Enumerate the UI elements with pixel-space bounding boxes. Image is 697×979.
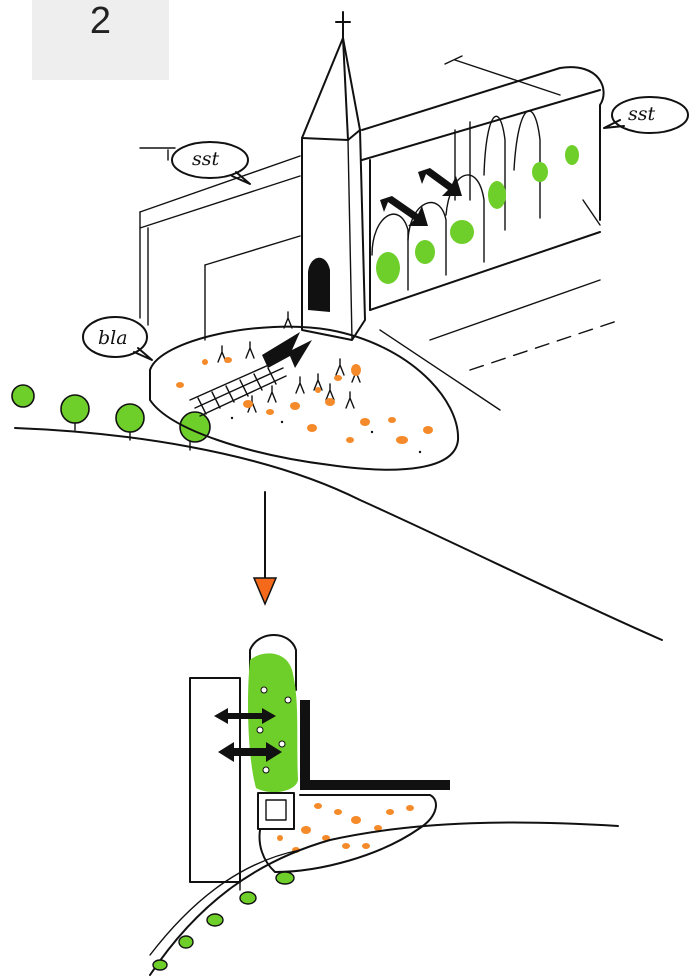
plan-road: [150, 823, 618, 975]
tree: [61, 395, 89, 423]
street-trees-bottom: [153, 872, 294, 970]
street-lines: [380, 280, 620, 410]
main-arrow: [262, 332, 312, 368]
l-building: [300, 700, 450, 790]
tower-door: [308, 258, 330, 312]
plan-building: [190, 678, 240, 882]
bubble-sst-right: sst: [604, 97, 688, 133]
bubble-text: sst: [192, 148, 220, 170]
left-building: [140, 150, 300, 340]
plan-plaza-dots: [277, 803, 414, 853]
greenery: [376, 252, 400, 284]
greenery: [415, 240, 435, 264]
bubble-text: bla: [98, 327, 128, 349]
road-curve: [15, 428, 662, 640]
bubble-text: sst: [628, 103, 656, 125]
tree: [153, 960, 167, 970]
tree: [12, 385, 34, 407]
perspective-view: sst sst bla: [12, 12, 688, 640]
tree: [207, 914, 223, 926]
green-strip: [248, 653, 298, 792]
tree: [116, 404, 144, 432]
greenery: [488, 181, 506, 209]
plan-tower: [258, 793, 294, 829]
bubble-sst-left: sst: [140, 142, 250, 184]
street-trees-top: [12, 385, 210, 450]
tree: [240, 892, 256, 904]
greenery: [450, 220, 474, 244]
tower: [302, 12, 365, 340]
greenery: [532, 162, 548, 182]
plan-view: [150, 635, 618, 975]
greenery: [565, 145, 579, 165]
bubble-bla: bla: [83, 317, 152, 360]
tree: [179, 936, 193, 948]
transition-arrow: [254, 492, 276, 604]
tree: [276, 872, 294, 884]
arcade-building: [362, 56, 604, 310]
plaza-dots: [176, 357, 433, 444]
